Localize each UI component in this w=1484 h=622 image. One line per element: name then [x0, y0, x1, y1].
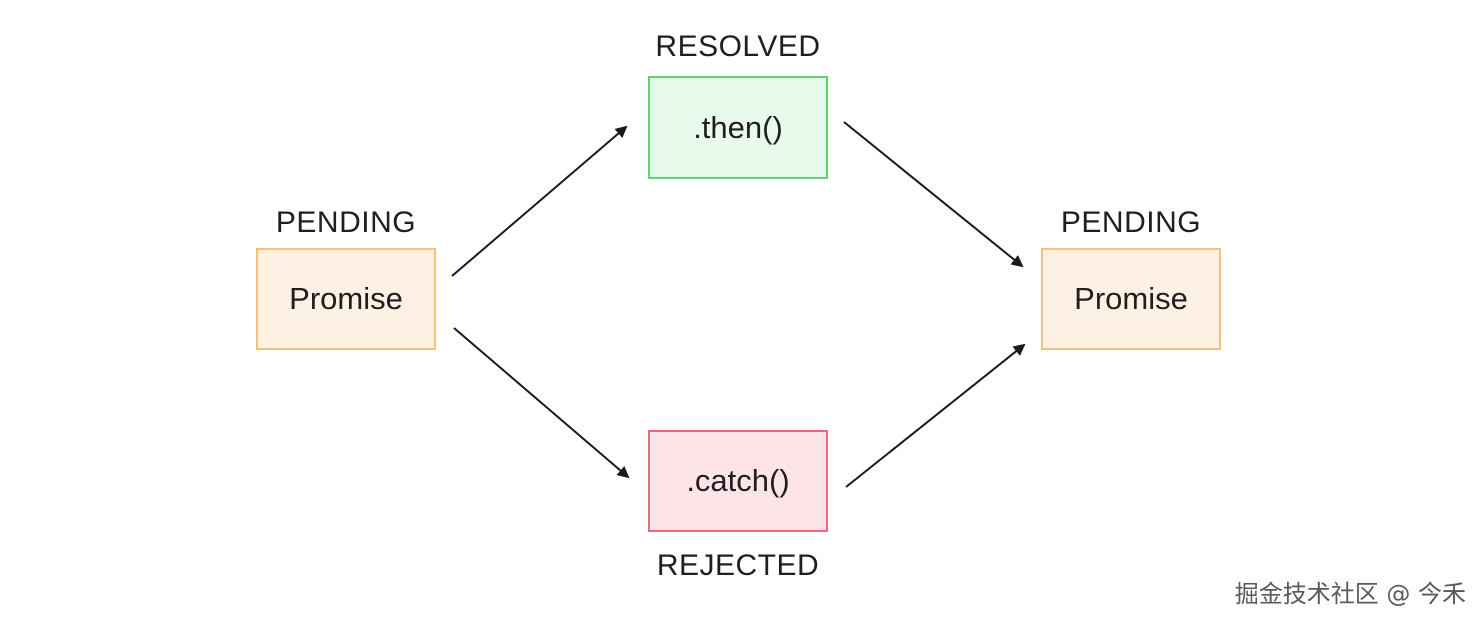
rejected-state-label: REJECTED [656, 549, 820, 582]
left-promise-label: Promise [289, 281, 403, 316]
then-label: .then() [693, 109, 783, 145]
right-state-label: PENDING [1060, 206, 1202, 239]
arrow-rejected-to-pending [845, 343, 1026, 488]
then-node: .then() [648, 76, 828, 179]
right-promise-node: Promise [1041, 248, 1221, 350]
catch-label: .catch() [686, 463, 790, 498]
left-state-label: PENDING [275, 206, 417, 239]
resolved-state-label: RESOLVED [655, 30, 821, 63]
left-promise-node: Promise [256, 248, 436, 350]
catch-node: .catch() [648, 430, 828, 532]
watermark-text: 掘金技术社区 @ 今禾 [1234, 580, 1466, 608]
arrow-resolved-to-pending [843, 121, 1024, 268]
right-promise-label: Promise [1074, 281, 1188, 316]
arrow-pending-to-resolved [451, 125, 628, 277]
arrow-pending-to-rejected [453, 327, 630, 479]
